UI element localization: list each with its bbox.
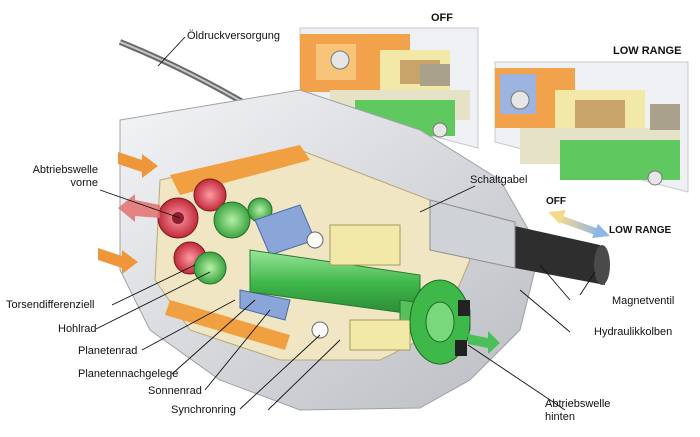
label-planet-gear: Planetenrad: [78, 345, 138, 357]
planetary-blue: [239, 204, 316, 321]
label-planet-reduction: Planetennachgelege: [78, 368, 179, 380]
label-ring-gear: Hohlrad: [58, 323, 97, 335]
inset-low-range: [494, 61, 689, 193]
label-rear-output-1: Abtriebswelle: [545, 398, 611, 410]
label-oil-supply: Öldruckversorgung: [187, 30, 280, 42]
header-off: OFF: [431, 12, 453, 24]
mode-off-label: OFF: [546, 196, 566, 207]
label-rear-output-2: hinten: [545, 411, 575, 423]
mode-switch-arrow: [548, 210, 610, 238]
rear-output-flange: [409, 279, 471, 365]
mode-low-range-label: LOW RANGE: [609, 225, 672, 236]
header-low-range: LOW RANGE: [613, 45, 682, 57]
label-front-output-1: Abtriebswelle: [32, 164, 98, 176]
label-solenoid-valve: Magnetventil: [612, 295, 675, 307]
label-front-output-2: vorne: [70, 177, 98, 189]
input-arrows: [98, 152, 158, 274]
rear-output-arrow: [468, 331, 500, 354]
label-sun-gear: Sonnenrad: [148, 385, 202, 397]
green-gears: [193, 197, 273, 285]
solenoid-valve: [429, 199, 610, 285]
label-hydraulic-piston: Hydraulikkolben: [594, 326, 673, 338]
leader-lines: [95, 36, 596, 411]
label-torsen: Torsendifferenziell: [6, 299, 95, 311]
torsen-gears: [157, 178, 227, 275]
inset-off: [299, 27, 479, 149]
front-output-arrow: [118, 194, 160, 222]
label-synchro-ring: Synchronring: [171, 404, 236, 416]
label-shift-fork: Schaltgabel: [470, 174, 528, 186]
